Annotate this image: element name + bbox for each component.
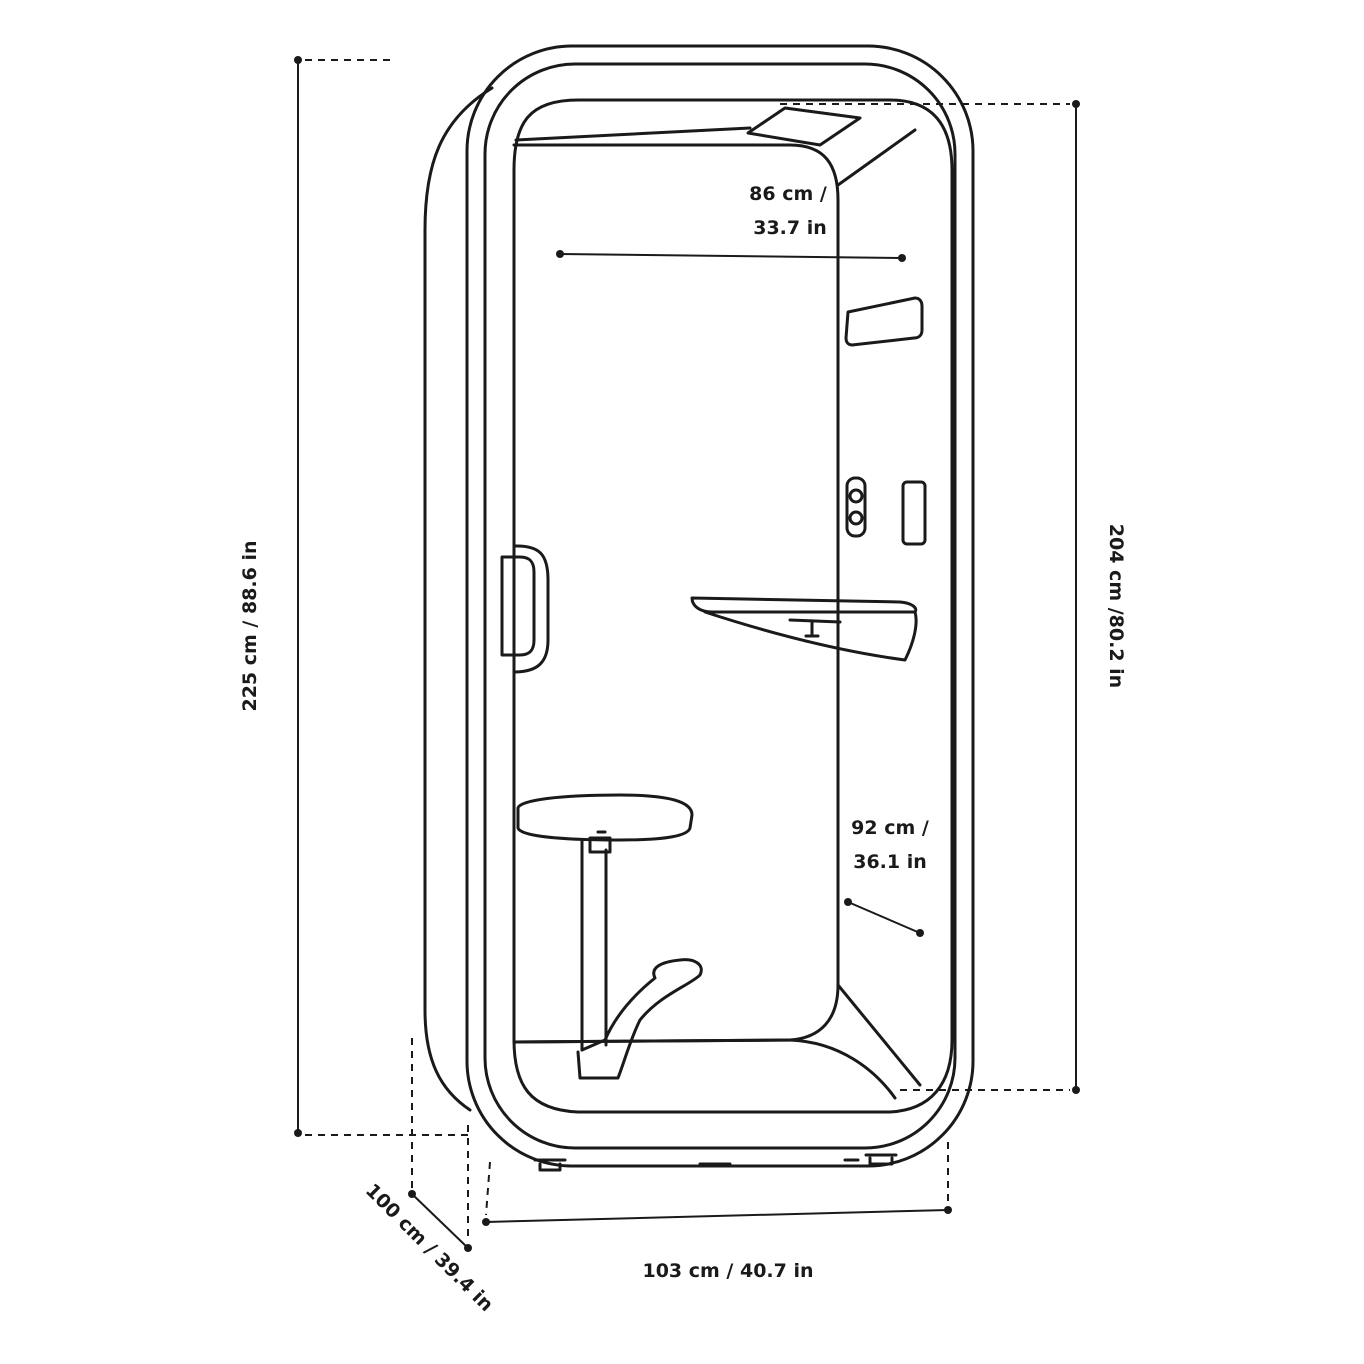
interior-depth-label-line2: 36.1 in	[853, 851, 927, 873]
stool-foot	[576, 958, 703, 1080]
booth-floor-edge	[512, 983, 922, 1100]
total-height-top-dot	[294, 56, 302, 64]
interior-width-line	[559, 253, 903, 259]
width-left-dot	[482, 1218, 490, 1226]
interior-depth-bottom-dot	[916, 929, 924, 937]
stool-post	[580, 838, 608, 1052]
total-height-bottom-dot	[294, 1129, 302, 1137]
wall-switch-knob-bottom	[848, 510, 864, 526]
booth-drawing	[423, 44, 975, 1172]
desk-top	[690, 596, 918, 614]
interior-width-left-dot	[556, 250, 564, 258]
booth-foot-left	[533, 1158, 567, 1172]
wall-lamp-icon	[844, 296, 924, 347]
interior-depth-line	[847, 901, 921, 934]
booth-side-panel	[423, 86, 494, 1112]
booth-foot-right	[864, 1153, 898, 1166]
width-left-guide	[485, 1161, 491, 1216]
ceiling-vent-icon	[746, 106, 862, 147]
width-label: 103 cm / 40.7 in	[642, 1260, 813, 1282]
interior-width-label-line2: 33.7 in	[753, 217, 827, 239]
interior-depth-label-line1: 92 cm /	[851, 817, 929, 839]
wall-switch-knob-top	[848, 488, 864, 504]
stool-seat	[516, 793, 694, 842]
depth-line	[411, 1193, 469, 1249]
interior-height-bottom-dot	[1072, 1086, 1080, 1094]
door-handle-icon	[500, 555, 536, 657]
booth-back-wall	[512, 143, 840, 1044]
total-height-label: 225 cm / 88.6 in	[239, 540, 261, 711]
interior-height-label: 204 cm /80.2 in	[1105, 524, 1127, 688]
interior-width-right-dot	[898, 254, 906, 262]
booth-foot-mid	[568, 1158, 860, 1168]
desk-body	[703, 610, 918, 662]
interior-depth-top-dot	[844, 898, 852, 906]
depth-label: 100 cm / 39.4 in	[361, 1180, 498, 1317]
interior-width-label-line1: 86 cm /	[749, 183, 827, 205]
door-handle-outer	[512, 544, 550, 674]
booth-outer-frame	[465, 44, 975, 1168]
dimension-lines	[297, 59, 1077, 1249]
booth-interior-opening	[512, 98, 954, 1114]
booth-inner-frame	[483, 62, 957, 1150]
wall-socket-icon	[901, 480, 927, 546]
stool-bracket	[588, 830, 612, 854]
depth-bottom-dot	[464, 1244, 472, 1252]
interior-height-top-dot	[1072, 100, 1080, 108]
desk-hook-icon	[788, 618, 842, 638]
width-line	[485, 1209, 949, 1223]
dimension-endpoints	[294, 56, 1080, 1252]
depth-top-dot	[408, 1190, 416, 1198]
booth-ceiling-edge	[514, 126, 917, 187]
wall-switch-icon	[845, 476, 867, 538]
width-right-dot	[944, 1206, 952, 1214]
